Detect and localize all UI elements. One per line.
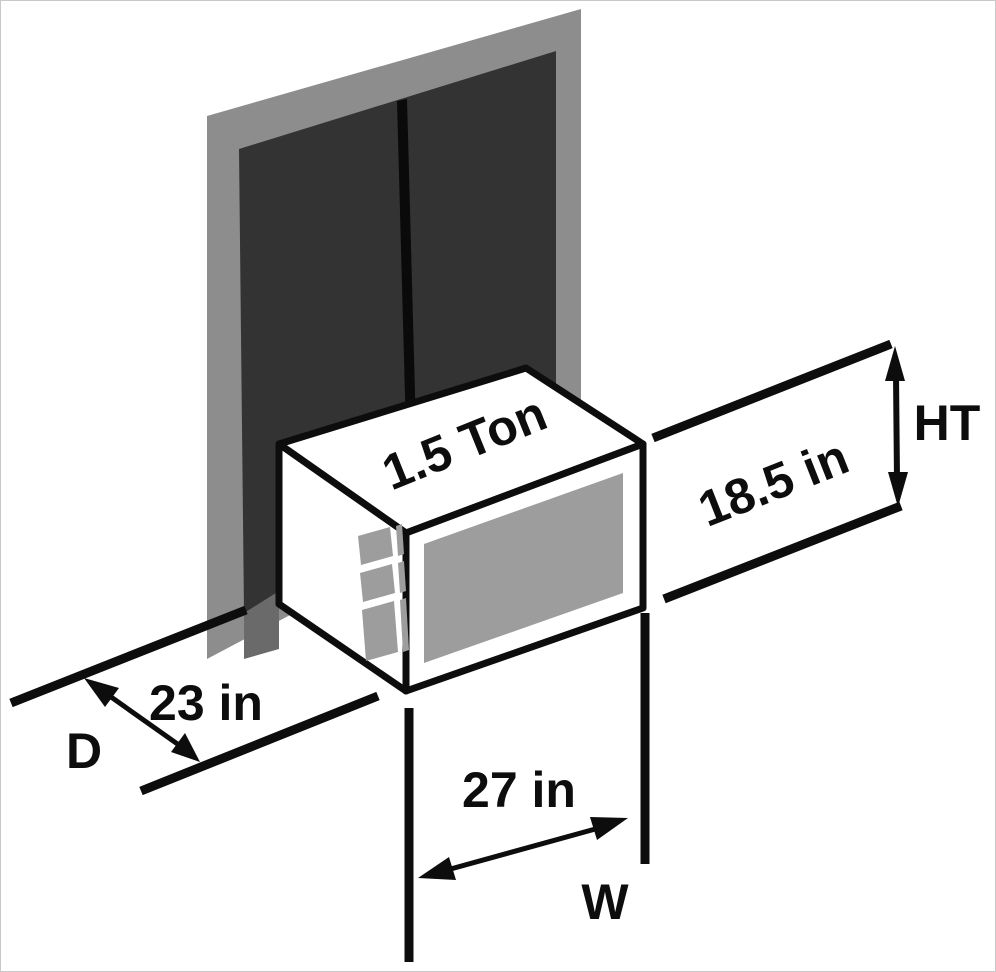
side-vent-strip	[396, 524, 404, 556]
side-vent-strip	[398, 561, 406, 593]
height-dim-label: HT	[914, 395, 981, 451]
height-arrow-shaft	[893, 374, 900, 480]
ac-front-grille	[424, 473, 623, 663]
height-value-label: 18.5 in	[691, 428, 856, 537]
side-vent	[362, 601, 398, 661]
height-dim-line-top	[651, 339, 893, 443]
window-sill-shadow	[244, 591, 279, 659]
width-dim-label: W	[581, 874, 629, 930]
depth-arrowhead-upper	[84, 678, 119, 707]
dimension-lines	[139, 339, 903, 962]
side-vent	[360, 564, 395, 602]
window-mullion	[397, 99, 416, 433]
width-arrowhead-left	[418, 857, 456, 880]
width-value-label: 27 in	[462, 762, 576, 818]
side-vent-strip	[400, 598, 409, 652]
height-arrowhead-down	[888, 472, 908, 507]
height-arrowhead-up	[885, 346, 905, 381]
depth-dim-line-bottom	[139, 691, 380, 796]
width-arrowhead-right	[590, 817, 628, 840]
wall-base-line	[9, 605, 248, 708]
side-vent	[358, 527, 393, 565]
height-dim-line-bottom	[662, 501, 903, 604]
height-arrow	[885, 346, 908, 507]
ac-side-vents	[358, 524, 409, 661]
width-arrow-shaft	[446, 825, 600, 873]
depth-arrow	[84, 678, 200, 762]
width-arrow	[418, 817, 628, 880]
depth-value-label: 23 in	[149, 675, 263, 731]
depth-arrow-shaft	[102, 689, 188, 753]
depth-dim-label: D	[66, 723, 102, 779]
depth-arrowhead-lower	[171, 733, 200, 762]
